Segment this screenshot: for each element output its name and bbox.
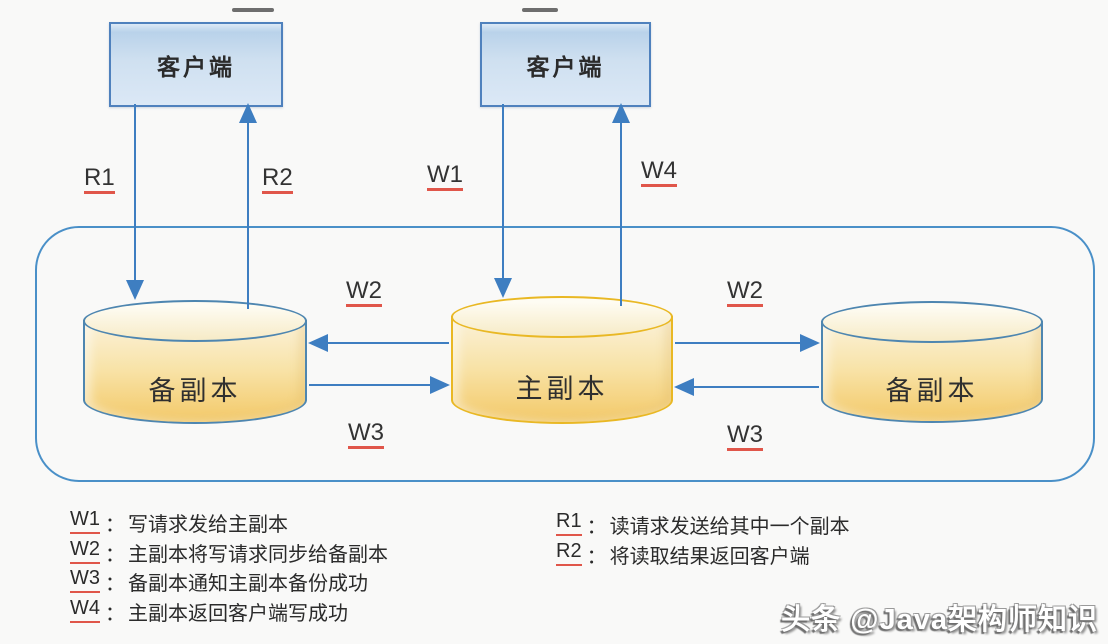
cylinder-top xyxy=(83,300,307,342)
crop-artifact xyxy=(522,8,558,12)
arrow-label-w1: W1 xyxy=(427,162,463,192)
watermark: 头条 @Java架构师知识 xyxy=(781,604,1098,636)
legend-item: W4：主副本返回客户端写成功 xyxy=(70,597,388,627)
legend-separator: ： xyxy=(105,573,125,595)
legend-item: R1：读请求发送给其中一个副本 xyxy=(556,510,850,540)
client-box-left: 客户端 xyxy=(109,22,283,107)
legend-text: 主副本返回客户端写成功 xyxy=(128,602,348,625)
legend-key: W4 xyxy=(70,597,100,623)
legend-separator: ： xyxy=(105,514,125,536)
arrow-label-r1: R1 xyxy=(84,165,115,195)
legend-key: W2 xyxy=(70,538,100,564)
client-box-right: 客户端 xyxy=(480,22,651,107)
cylinder-top xyxy=(451,296,673,338)
legend-read-steps: R1：读请求发送给其中一个副本 R2：将读取结果返回客户端 xyxy=(556,510,850,569)
legend-text: 将读取结果返回客户端 xyxy=(609,545,810,568)
legend-item: R2：将读取结果返回客户端 xyxy=(556,540,850,570)
arrow-label-w4: W4 xyxy=(641,158,677,188)
replica-label: 备副本 xyxy=(885,375,979,406)
legend-item: W1：写请求发给主副本 xyxy=(70,508,388,538)
replica-label: 备副本 xyxy=(148,375,242,406)
legend-separator: ： xyxy=(586,516,607,538)
arrow-label-w3-left: W3 xyxy=(348,420,384,450)
backup-replica-left: 备副本 xyxy=(83,300,307,424)
legend-key: W3 xyxy=(70,567,100,593)
arrow-label-w3-right: W3 xyxy=(727,422,763,452)
legend-key: R2 xyxy=(556,540,582,566)
legend-text: 读请求发送给其中一个副本 xyxy=(609,516,850,538)
replica-group-container xyxy=(35,226,1095,482)
client-label: 客户端 xyxy=(157,53,235,80)
cylinder-top xyxy=(821,301,1043,343)
crop-artifact xyxy=(232,8,274,12)
replica-label: 主副本 xyxy=(515,373,609,404)
primary-replica: 主副本 xyxy=(451,296,673,424)
legend-text: 主副本将写请求同步给备副本 xyxy=(128,543,388,566)
client-label: 客户端 xyxy=(526,53,605,80)
legend-separator: ： xyxy=(105,543,125,566)
legend-key: R1 xyxy=(556,510,582,536)
legend-write-steps: W1：写请求发给主副本 W2：主副本将写请求同步给备副本 W3：备副本通知主副本… xyxy=(70,508,388,626)
arrow-label-w2-right: W2 xyxy=(727,278,763,308)
legend-text: 备副本通知主副本备份成功 xyxy=(128,573,368,595)
legend-item: W3：备副本通知主副本备份成功 xyxy=(70,567,388,597)
arrow-label-r2: R2 xyxy=(262,165,293,195)
legend-separator: ： xyxy=(105,602,125,625)
legend-key: W1 xyxy=(70,508,100,534)
backup-replica-right: 备副本 xyxy=(821,301,1043,423)
arrow-label-w2-left: W2 xyxy=(346,278,382,308)
legend-separator: ： xyxy=(586,545,607,568)
legend-text: 写请求发给主副本 xyxy=(128,514,288,536)
legend-item: W2：主副本将写请求同步给备副本 xyxy=(70,538,388,568)
